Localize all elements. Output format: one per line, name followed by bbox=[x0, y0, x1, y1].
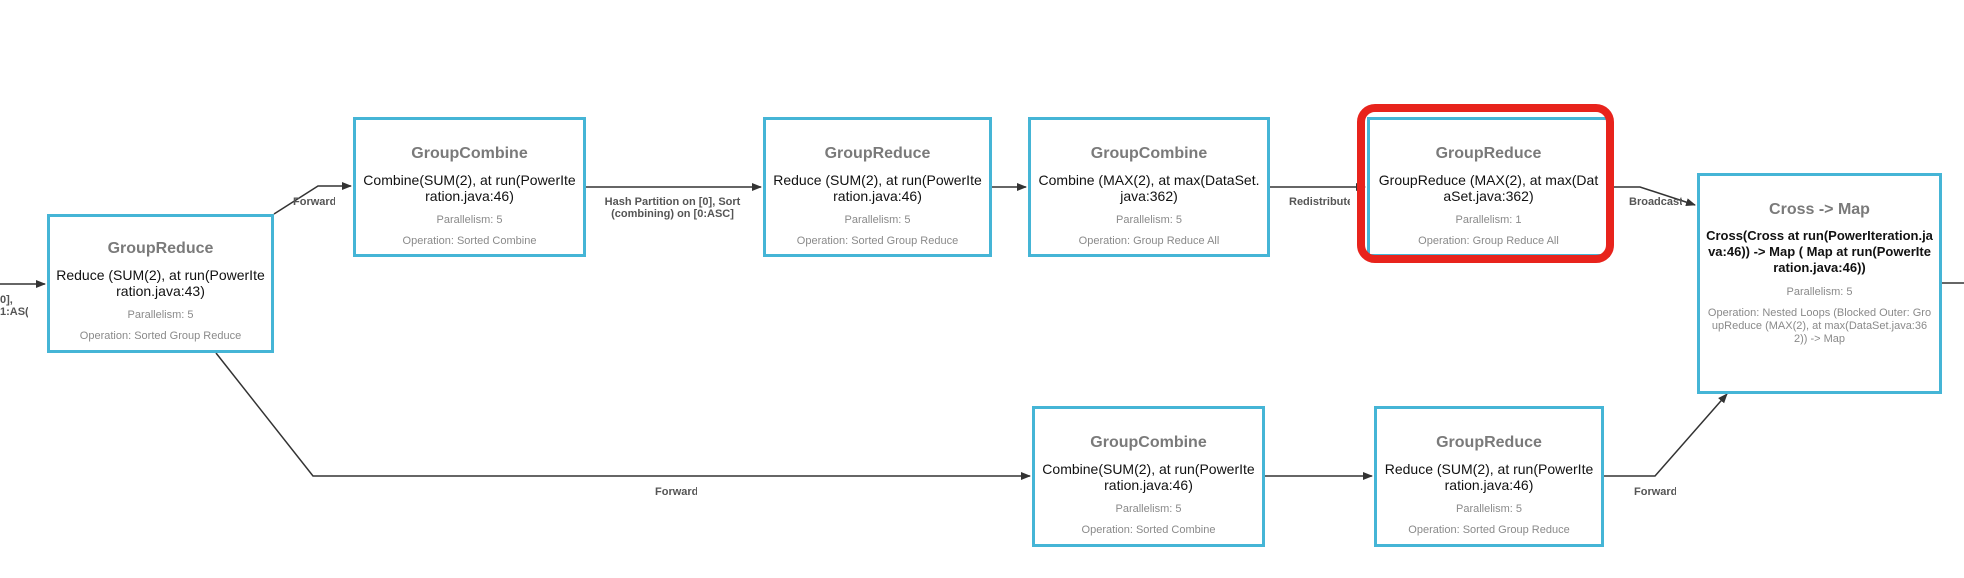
edge-n5-to-n6 bbox=[1610, 186, 1696, 207]
node-type-label: GroupReduce bbox=[1435, 145, 1542, 162]
node-operation: Operation: Nested Loops (Blocked Outer: … bbox=[1707, 307, 1932, 345]
left-cut-label-line1: 0], bbox=[0, 294, 13, 306]
node-operation: Operation: Group Reduce All bbox=[1078, 235, 1220, 247]
node-groupcombine-max[interactable]: GroupCombine Combine (MAX(2), at max(Dat… bbox=[1028, 117, 1270, 257]
node-parallelism: Parallelism: 5 bbox=[844, 214, 911, 226]
node-type-label: GroupCombine bbox=[411, 145, 528, 162]
edge-n1-to-n2 bbox=[273, 182, 352, 215]
node-description: Combine(SUM(2), at run(PowerIteration.ja… bbox=[1042, 461, 1255, 493]
node-parallelism: Parallelism: 5 bbox=[127, 309, 194, 321]
node-type-label: GroupReduce bbox=[107, 240, 214, 257]
node-type-label: GroupReduce bbox=[1436, 434, 1542, 451]
node-description: Combine(SUM(2), at run(PowerIteration.ja… bbox=[363, 172, 576, 204]
node-groupreduce-max[interactable]: GroupReduce GroupReduce (MAX(2), at max(… bbox=[1367, 117, 1610, 257]
left-cut-label-line2: 1:AS( bbox=[0, 306, 28, 318]
node-description: Reduce (SUM(2), at run(PowerIteration.ja… bbox=[56, 267, 265, 299]
node-parallelism: Parallelism: 5 bbox=[1455, 503, 1523, 515]
edge-label-cut-left: 0], 1:AS( bbox=[0, 294, 28, 318]
node-groupreduce-sum-46-top[interactable]: GroupReduce Reduce (SUM(2), at run(Power… bbox=[763, 117, 992, 257]
node-parallelism: Parallelism: 1 bbox=[1455, 214, 1522, 226]
node-operation: Operation: Sorted Combine bbox=[1081, 524, 1216, 536]
node-operation: Operation: Group Reduce All bbox=[1418, 235, 1559, 247]
node-type-label: GroupCombine bbox=[1090, 434, 1207, 451]
node-type-label: GroupCombine bbox=[1090, 145, 1208, 162]
node-operation: Operation: Sorted Group Reduce bbox=[796, 235, 959, 247]
node-parallelism: Parallelism: 5 bbox=[1115, 214, 1183, 226]
node-description: Reduce (SUM(2), at run(PowerIteration.ja… bbox=[1384, 461, 1594, 493]
edge-n1-to-n7 bbox=[215, 352, 1031, 480]
node-type-label: Cross -> Map bbox=[1769, 201, 1870, 218]
node-operation: Operation: Sorted Combine bbox=[402, 235, 537, 247]
node-description: GroupReduce (MAX(2), at max(DataSet.java… bbox=[1378, 172, 1599, 204]
node-groupcombine-sum-46-bottom[interactable]: GroupCombine Combine(SUM(2), at run(Powe… bbox=[1032, 406, 1265, 547]
node-type-label: GroupReduce bbox=[824, 145, 931, 162]
edge-label-redistribute: Redistribute bbox=[1289, 196, 1350, 208]
edge-label-forward-bottom: Forward bbox=[655, 486, 697, 498]
node-groupcombine-sum-46[interactable]: GroupCombine Combine(SUM(2), at run(Powe… bbox=[353, 117, 586, 257]
node-parallelism: Parallelism: 5 bbox=[1786, 286, 1853, 298]
edge-n8-to-n6 bbox=[1604, 393, 1728, 477]
node-parallelism: Parallelism: 5 bbox=[436, 214, 503, 226]
node-description: Combine (MAX(2), at max(DataSet.java:362… bbox=[1038, 172, 1260, 204]
edge-label-forward-right: Forward bbox=[1634, 486, 1676, 498]
node-operation: Operation: Sorted Group Reduce bbox=[1408, 524, 1570, 536]
edge-label-forward-1: Forward bbox=[293, 196, 335, 208]
node-groupreduce-sum-46-bottom[interactable]: GroupReduce Reduce (SUM(2), at run(Power… bbox=[1374, 406, 1604, 547]
edge-label-hash-partition-text: Hash Partition on [0], Sort (combining) … bbox=[604, 196, 741, 220]
edge-label-broadcast: Broadcast bbox=[1629, 196, 1682, 208]
node-description: Cross(Cross at run(PowerIteration.java:4… bbox=[1706, 228, 1933, 275]
edge-label-hash-partition: Hash Partition on [0], Sort (combining) … bbox=[600, 196, 745, 220]
node-operation: Operation: Sorted Group Reduce bbox=[79, 330, 242, 342]
node-cross-map[interactable]: Cross -> Map Cross(Cross at run(PowerIte… bbox=[1697, 173, 1942, 394]
node-description: Reduce (SUM(2), at run(PowerIteration.ja… bbox=[773, 172, 982, 204]
node-groupreduce-sum-43[interactable]: GroupReduce Reduce (SUM(2), at run(Power… bbox=[47, 214, 274, 353]
node-parallelism: Parallelism: 5 bbox=[1115, 503, 1182, 515]
